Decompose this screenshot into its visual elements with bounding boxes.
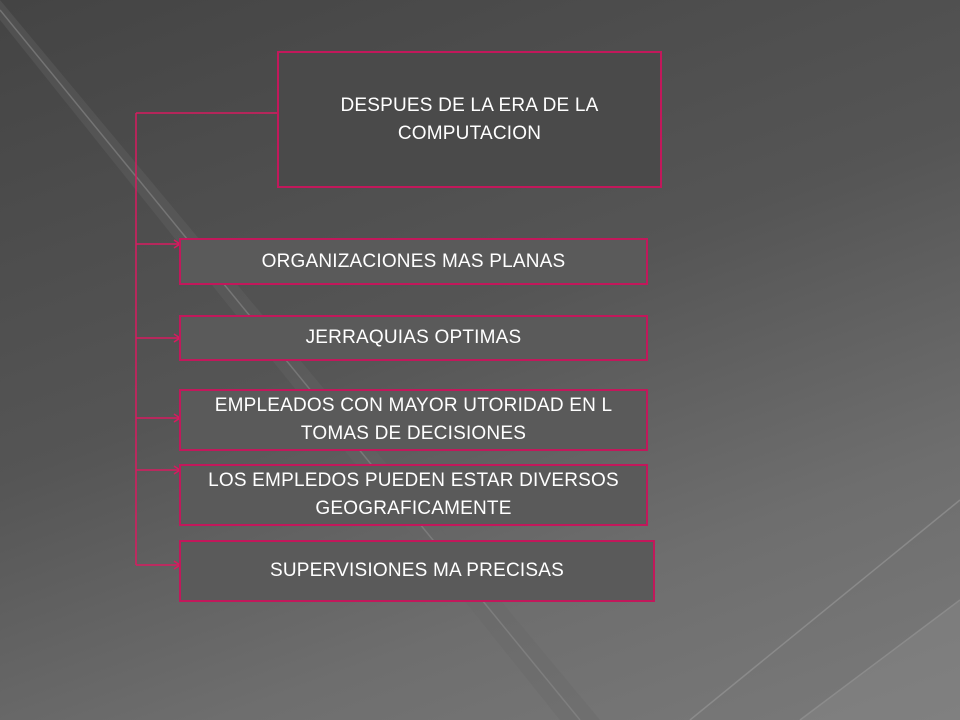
node-empleados-geografia: LOS EMPLEDOS PUEDEN ESTAR DIVERSOS GEOGR… bbox=[179, 464, 648, 526]
node-supervisiones: SUPERVISIONES MA PRECISAS bbox=[179, 540, 655, 602]
node-label: LOS EMPLEDOS PUEDEN ESTAR DIVERSOS GEOGR… bbox=[208, 470, 619, 519]
node-empleados-autoridad: EMPLEADOS CON MAYOR UTORIDAD EN L TOMAS … bbox=[179, 389, 648, 451]
node-organizaciones: ORGANIZACIONES MAS PLANAS bbox=[179, 238, 648, 285]
node-label: ORGANIZACIONES MAS PLANAS bbox=[261, 250, 566, 272]
root-node-label: DESPUES DE LA ERA DE LA COMPUTACION bbox=[340, 94, 599, 144]
node-label: JERRAQUIAS OPTIMAS bbox=[305, 327, 522, 348]
node-label: EMPLEADOS CON MAYOR UTORIDAD EN L TOMAS … bbox=[214, 395, 613, 444]
root-node: DESPUES DE LA ERA DE LA COMPUTACION bbox=[277, 51, 662, 188]
node-label: SUPERVISIONES MA PRECISAS bbox=[270, 560, 564, 581]
node-jerarquias: JERRAQUIAS OPTIMAS bbox=[179, 315, 648, 361]
